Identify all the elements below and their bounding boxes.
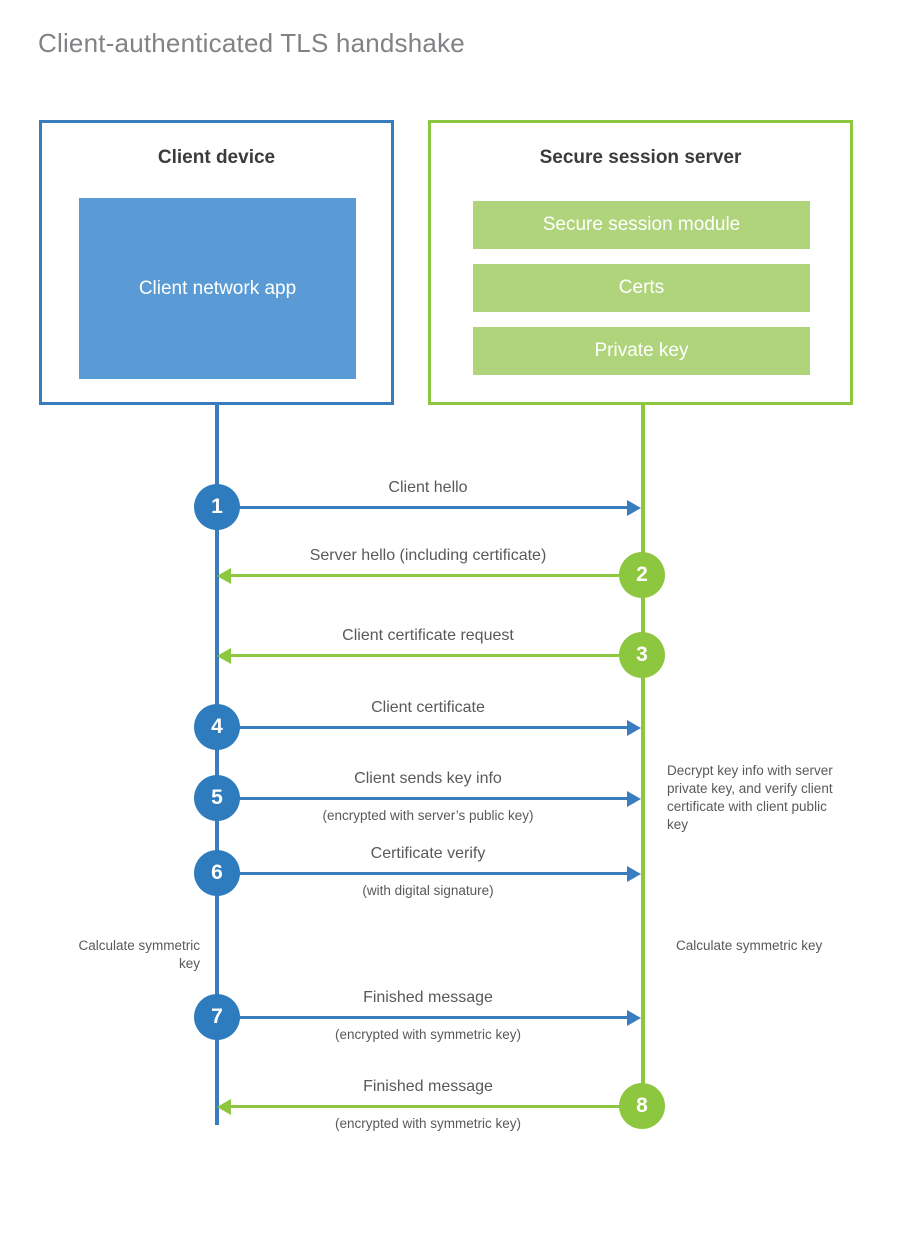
message-arrow-line — [221, 574, 641, 577]
note-decrypt-key-info: Decrypt key info with server private key… — [667, 763, 833, 832]
arrow-left-icon — [217, 1099, 231, 1115]
step-number-badge: 2 — [619, 552, 665, 598]
arrow-right-icon — [627, 866, 641, 882]
message-label: Client hello — [388, 479, 468, 496]
note-calculate-symmetric-key-client: Calculate symmetric key — [78, 938, 200, 971]
client-device-title: Client device — [157, 147, 276, 168]
message-label: Finished message — [363, 989, 493, 1006]
message-arrow-line — [217, 1016, 637, 1019]
server-lifeline — [641, 405, 645, 1125]
message-sublabel: (encrypted with symmetric key) — [334, 1027, 522, 1042]
arrow-right-icon — [627, 1010, 641, 1026]
message-sublabel: (encrypted with server’s public key) — [322, 808, 534, 823]
arrow-right-icon — [627, 791, 641, 807]
message-arrow-line — [217, 872, 637, 875]
message-label: Client certificate — [371, 699, 485, 716]
page-title: Client-authenticated TLS handshake — [38, 28, 465, 58]
client-lifeline — [215, 405, 219, 1125]
message-label: Server hello (including certificate) — [309, 547, 547, 564]
secure-session-server-title: Secure session server — [539, 147, 742, 168]
message-sublabel: (with digital signature) — [362, 883, 494, 898]
server-module-bar: Secure session module — [473, 201, 810, 249]
message-label: Client certificate request — [342, 627, 514, 644]
message-arrow-line — [221, 654, 641, 657]
message-label: Certificate verify — [370, 845, 486, 862]
step-number-badge: 1 — [194, 484, 240, 530]
arrow-left-icon — [217, 568, 231, 584]
server-module-bar: Private key — [473, 327, 810, 375]
server-module-bar: Certs — [473, 264, 810, 312]
arrow-right-icon — [627, 720, 641, 736]
step-number-badge: 6 — [194, 850, 240, 896]
message-label: Client sends key info — [354, 770, 502, 787]
message-sublabel: (encrypted with symmetric key) — [334, 1116, 522, 1131]
step-number-badge: 5 — [194, 775, 240, 821]
message-arrow-line — [221, 1105, 641, 1108]
step-number-badge: 7 — [194, 994, 240, 1040]
step-number-badge: 3 — [619, 632, 665, 678]
secure-session-server-box: Secure session server Secure session mod… — [428, 120, 853, 405]
message-label: Finished message — [363, 1078, 493, 1095]
message-arrow-line — [217, 506, 637, 509]
step-number-badge: 4 — [194, 704, 240, 750]
message-arrow-line — [217, 726, 637, 729]
step-number-badge: 8 — [619, 1083, 665, 1129]
arrow-left-icon — [217, 648, 231, 664]
client-device-box: Client device Client network app — [39, 120, 394, 405]
arrow-right-icon — [627, 500, 641, 516]
note-calculate-symmetric-key-server: Calculate symmetric key — [676, 938, 823, 953]
message-arrow-line — [217, 797, 637, 800]
client-network-app-block: Client network app — [79, 198, 356, 379]
